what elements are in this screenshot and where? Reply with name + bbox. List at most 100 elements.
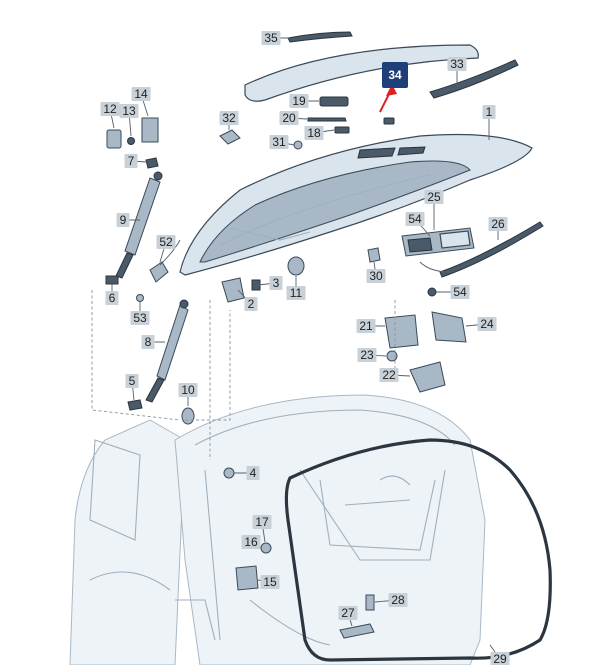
callout-number: 15 (263, 575, 277, 589)
callout-number: 5 (129, 374, 136, 388)
callout-9: 9 (116, 213, 140, 227)
spoiler-trim-strip (429, 59, 519, 99)
part-23-nut (386, 350, 398, 362)
callout-35: 35 (261, 31, 290, 45)
callout-number: 27 (341, 606, 355, 620)
callout-badge (130, 311, 150, 325)
callout-number: 26 (491, 217, 505, 231)
callout-badge (447, 57, 467, 71)
callout-number: 21 (359, 319, 373, 333)
tailgate (179, 133, 533, 276)
callout-badge (269, 135, 289, 149)
part-32-pad (219, 129, 241, 145)
callout-number: 31 (272, 135, 286, 149)
callout-2: 2 (237, 289, 258, 311)
callout-badge (304, 126, 324, 140)
part-31-screw (293, 140, 303, 150)
callout-badge (252, 515, 272, 529)
callout-number: 24 (480, 317, 494, 331)
part-20-cable (307, 117, 347, 122)
part-12-bracket (106, 129, 122, 149)
callout-badge (286, 286, 306, 300)
callout-badge (450, 285, 470, 299)
callout-number: 17 (255, 515, 269, 529)
callout-number: 6 (109, 291, 116, 305)
part-19-clip (319, 96, 349, 107)
part-28-bolt (365, 594, 375, 611)
callout-badge (379, 368, 399, 382)
callout-28: 28 (374, 593, 408, 607)
callout-badge (141, 335, 155, 349)
callout-number: 7 (128, 154, 135, 168)
callout-badge (116, 213, 130, 227)
callout-25: 25 (424, 190, 444, 230)
callout-19: 19 (289, 94, 319, 108)
part-21-lock (384, 314, 419, 349)
callout-badge (279, 111, 299, 125)
part-14-hinge (141, 117, 159, 143)
callout-badge (424, 190, 444, 204)
callout-27: 27 (338, 606, 358, 627)
callout-badge (100, 102, 120, 116)
callout-badge (244, 297, 258, 311)
callout-20: 20 (279, 111, 308, 125)
callout-10: 10 (178, 383, 198, 406)
part-54-connector (427, 287, 437, 297)
callout-54: 54 (405, 212, 431, 237)
rear-spoiler (244, 31, 479, 102)
callout-number: 10 (181, 383, 195, 397)
part-16-cap (260, 542, 272, 554)
callout-4: 4 (234, 466, 260, 480)
callout-18: 18 (304, 126, 335, 140)
callout-24: 24 (465, 317, 497, 331)
callout-badge (405, 212, 425, 226)
callout-number: 13 (122, 104, 136, 118)
callout-badge (241, 535, 261, 549)
callout-number: 30 (369, 269, 383, 283)
callout-badge (488, 217, 508, 231)
callout-number: 32 (222, 111, 236, 125)
callout-badge (289, 94, 309, 108)
callout-badge (366, 269, 386, 283)
callout-number: 23 (360, 348, 374, 362)
part-2-bracket (221, 277, 245, 303)
callout-number: 35 (264, 31, 278, 45)
part-5-ball-stud (127, 399, 143, 411)
callout-number: 18 (307, 126, 321, 140)
callout-1: 1 (482, 105, 496, 140)
callout-number: 14 (134, 87, 148, 101)
part-53-clip (136, 294, 144, 302)
part-10-grommet (181, 407, 195, 425)
part-9-gas-strut (115, 171, 163, 279)
callout-number: 52 (159, 235, 173, 249)
callout-number: 54 (453, 285, 467, 299)
part-52-bracket (149, 261, 169, 283)
callout-badge (260, 575, 280, 589)
callout-number: 1 (486, 105, 493, 119)
callout-number: 12 (103, 102, 117, 116)
callout-number: 53 (133, 311, 147, 325)
callout-22: 22 (379, 368, 411, 382)
callout-number: 25 (427, 190, 441, 204)
callout-number: 11 (290, 286, 303, 300)
part-11-bump-stop (287, 256, 305, 276)
part-3-bolt (251, 279, 261, 291)
callout-badge (178, 383, 198, 397)
callout-number: 33 (450, 57, 464, 71)
callout-number: 8 (145, 335, 152, 349)
callout-badge (246, 466, 260, 480)
callout-30: 30 (366, 261, 386, 283)
callout-badge (482, 105, 496, 119)
part-30-buffer (367, 247, 381, 263)
part-34-sensor (383, 117, 395, 125)
callout-number: 34 (388, 68, 402, 82)
callout-number: 19 (292, 94, 306, 108)
part-7-ball-stud (145, 157, 159, 169)
highlight-badge (382, 62, 408, 88)
callout-7: 7 (124, 154, 148, 168)
part-25-motor (401, 227, 475, 257)
part-15-striker (235, 565, 259, 591)
callout-3: 3 (257, 276, 283, 290)
